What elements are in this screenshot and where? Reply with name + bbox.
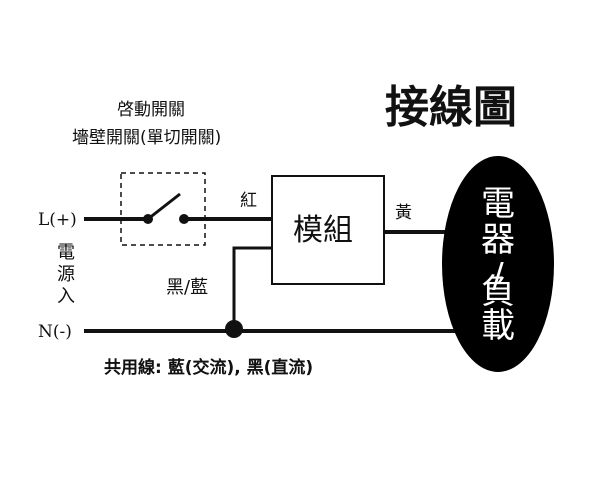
power-input-char-2: 源 <box>57 264 75 285</box>
module-label: 模組 <box>293 213 353 248</box>
terminal-live: L(+) <box>38 210 77 230</box>
common-wire-note: 共用線: 藍(交流), 黑(直流) <box>104 357 313 378</box>
neutral-junction <box>225 320 243 338</box>
load-char-2: 器 <box>481 220 515 260</box>
module-box <box>271 175 385 285</box>
switch-contact-left <box>143 214 153 224</box>
wire-label-black-blue: 黑/藍 <box>166 277 208 298</box>
switch-label-line2: 墻壁開關(單切開關) <box>72 128 221 148</box>
load-char-5: 載 <box>481 306 515 346</box>
diagram-title: 接線圖 <box>385 82 517 133</box>
power-input-char-1: 電 <box>57 242 75 263</box>
load-char-1: 電 <box>481 184 515 224</box>
power-input-char-3: 入 <box>57 286 75 307</box>
switch-box <box>120 172 206 246</box>
black-blue-wire <box>232 246 272 329</box>
load-char-3: / <box>492 256 504 296</box>
terminal-neutral: N(-) <box>38 322 72 342</box>
switch-blade <box>147 192 181 221</box>
wire-label-red: 紅 <box>240 191 257 211</box>
switch-label-line1: 啓動開關 <box>117 100 185 120</box>
load-char-4-visible: 負 <box>481 272 515 312</box>
load-ellipse <box>442 156 554 372</box>
wire-label-yellow: 黃 <box>395 203 412 223</box>
